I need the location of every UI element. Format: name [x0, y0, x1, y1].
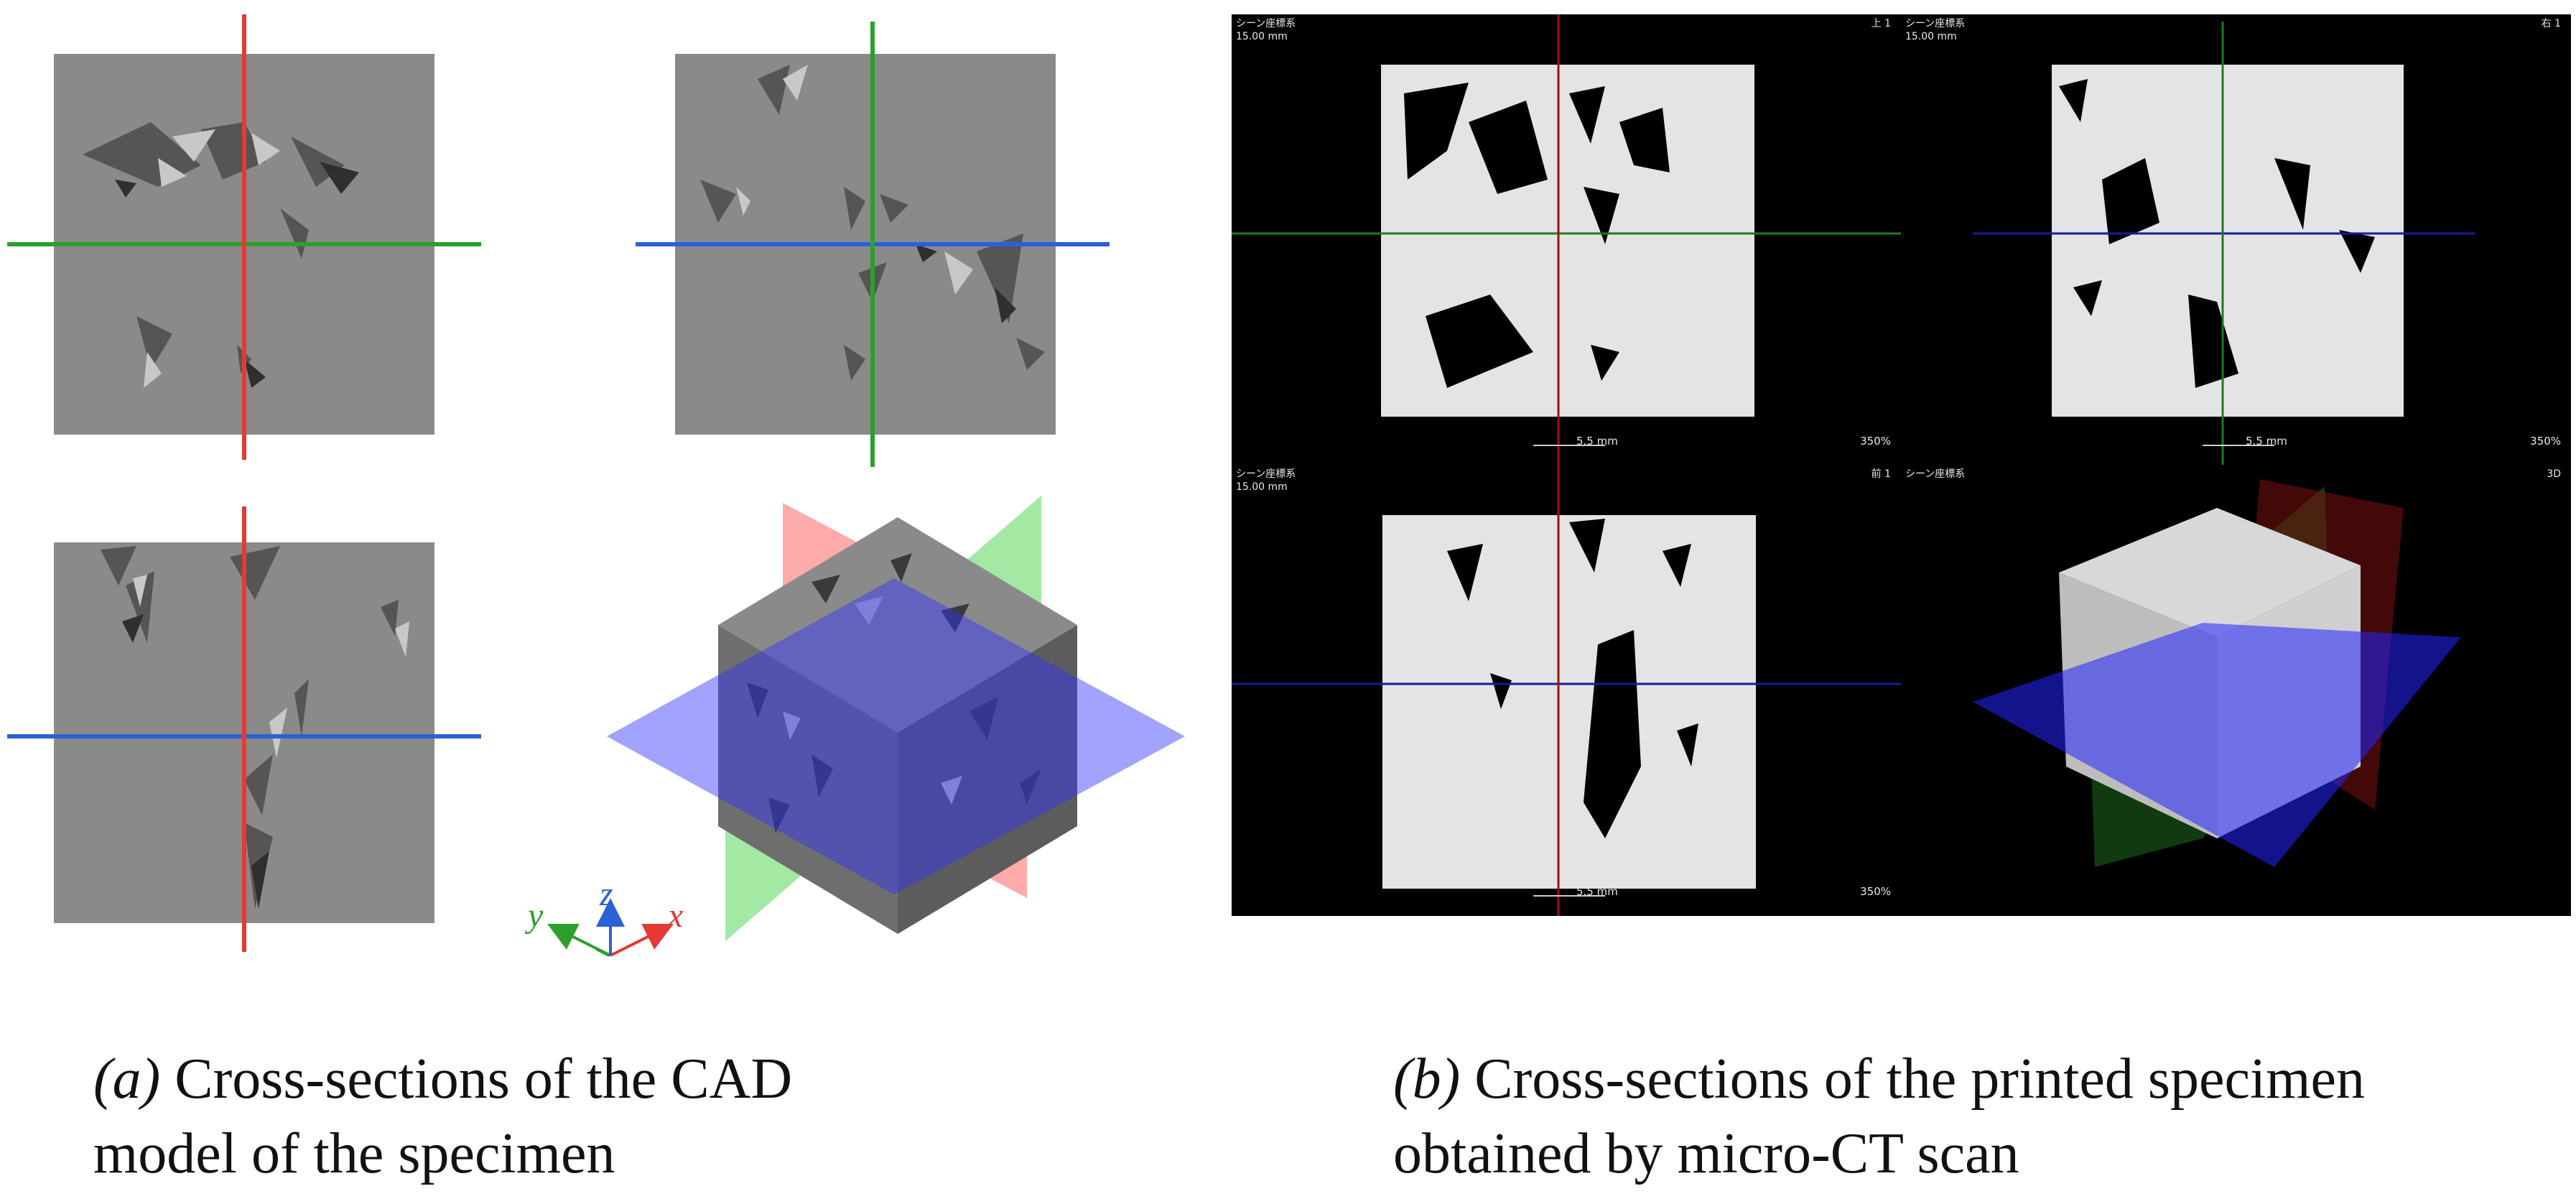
caption-a-label: (a) — [93, 1047, 161, 1111]
y-axis-label: y — [528, 897, 544, 935]
ct-coord-system: シーン座標系 — [1236, 18, 1296, 29]
ct-view-label: 上 1 — [1871, 18, 1891, 29]
axis-triad: y z x — [517, 875, 697, 973]
ct-size: 15.00 mm — [1236, 481, 1288, 493]
caption-b-label: (b) — [1393, 1047, 1461, 1111]
ct-zoom: 350% — [1860, 435, 1891, 448]
cad-section-top-left — [7, 14, 481, 460]
ct-coord-system: シーン座標系 — [1905, 18, 1966, 29]
ct-view-top: シーン座標系 15.00 mm 上 1 5.5 mm 350% — [1232, 14, 1901, 465]
ct-view-3d: シーン座標系 3D — [1901, 465, 2571, 916]
ct-scale-label: 5.5 mm — [1576, 885, 1618, 898]
ct-view-front: シーン座標系 15.00 mm 前 1 5.5 mm 350% — [1232, 465, 1901, 916]
caption-a-line1: Cross-sections of the CAD — [160, 1047, 793, 1111]
ct-view-right: シーン座標系 15.00 mm 右 1 5.5 mm 350% — [1901, 14, 2571, 465]
cad-section-top-right — [636, 14, 1110, 467]
ct-viewer: シーン座標系 15.00 mm 上 1 5.5 mm 350% シーン座標系 1… — [1232, 14, 2571, 916]
caption-a-line2: model of the specimen — [93, 1122, 615, 1185]
ct-size: 15.00 mm — [1905, 31, 1957, 42]
caption-b: (b) Cross-sections of the printed specim… — [1393, 1042, 2557, 1191]
ct-coord-system: シーン座標系 — [1236, 468, 1296, 480]
caption-a: (a) Cross-sections of the CAD model of t… — [93, 1042, 1027, 1191]
ct-zoom: 350% — [1860, 885, 1891, 898]
ct-view-label: 右 1 — [2541, 18, 2561, 29]
caption-b-line2: obtained by micro-CT scan — [1393, 1122, 2019, 1185]
ct-coord-system: シーン座標系 — [1905, 468, 1966, 480]
ct-size: 15.00 mm — [1236, 31, 1288, 42]
cad-section-bottom-left — [7, 506, 481, 952]
ct-scale-label: 5.5 mm — [1576, 435, 1618, 448]
ct-zoom: 350% — [2530, 435, 2561, 448]
x-axis-label: x — [668, 897, 684, 935]
caption-b-line1: Cross-sections of the printed specimen — [1460, 1047, 2366, 1111]
ct-scale-label: 5.5 mm — [2246, 435, 2287, 448]
ct-view-label: 3D — [2547, 468, 2561, 480]
ct-view-label: 前 1 — [1871, 468, 1891, 480]
z-axis-label: z — [600, 875, 613, 913]
cad-cube-3d — [596, 496, 1192, 963]
